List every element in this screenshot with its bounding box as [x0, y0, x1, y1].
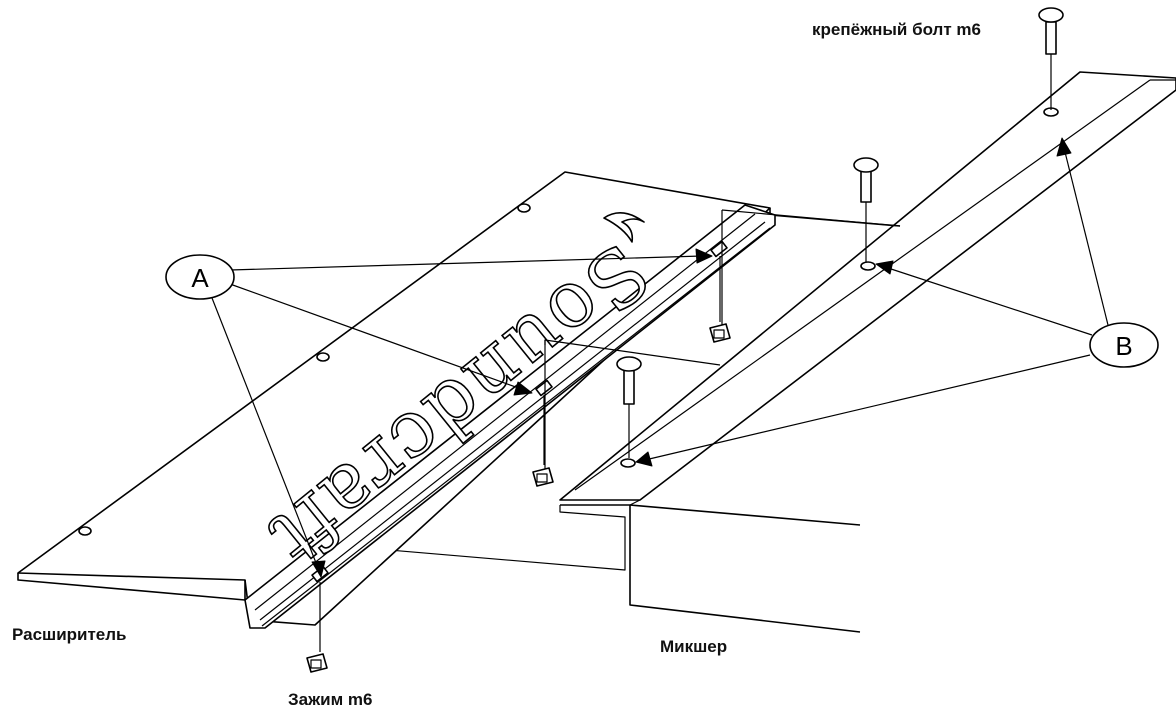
callout-a: A — [165, 248, 713, 578]
clamp — [532, 395, 554, 487]
clamp — [306, 582, 328, 673]
mixer-body — [329, 504, 861, 633]
mixer-label: Микшер — [660, 637, 728, 656]
bracket-outline — [544, 209, 901, 470]
rail-hole — [860, 261, 876, 271]
panel-hole — [78, 526, 92, 536]
bolt — [853, 157, 879, 262]
callout-b: B — [635, 137, 1159, 467]
panel-hole — [517, 203, 531, 213]
callout-b-letter: B — [1115, 331, 1132, 361]
bolt — [1038, 7, 1064, 110]
bolt — [616, 356, 642, 458]
clamp — [709, 256, 731, 343]
bolt-label: крепёжный болт m6 — [812, 20, 981, 39]
expander-panel — [17, 171, 901, 629]
rail-hole — [620, 458, 636, 468]
expander-label: Расширитель — [12, 625, 127, 644]
panel-hole — [316, 352, 330, 362]
extrusion-slot — [535, 379, 553, 397]
callout-a-letter: A — [191, 263, 209, 293]
clamp-label: Зажим m6 — [288, 690, 373, 709]
